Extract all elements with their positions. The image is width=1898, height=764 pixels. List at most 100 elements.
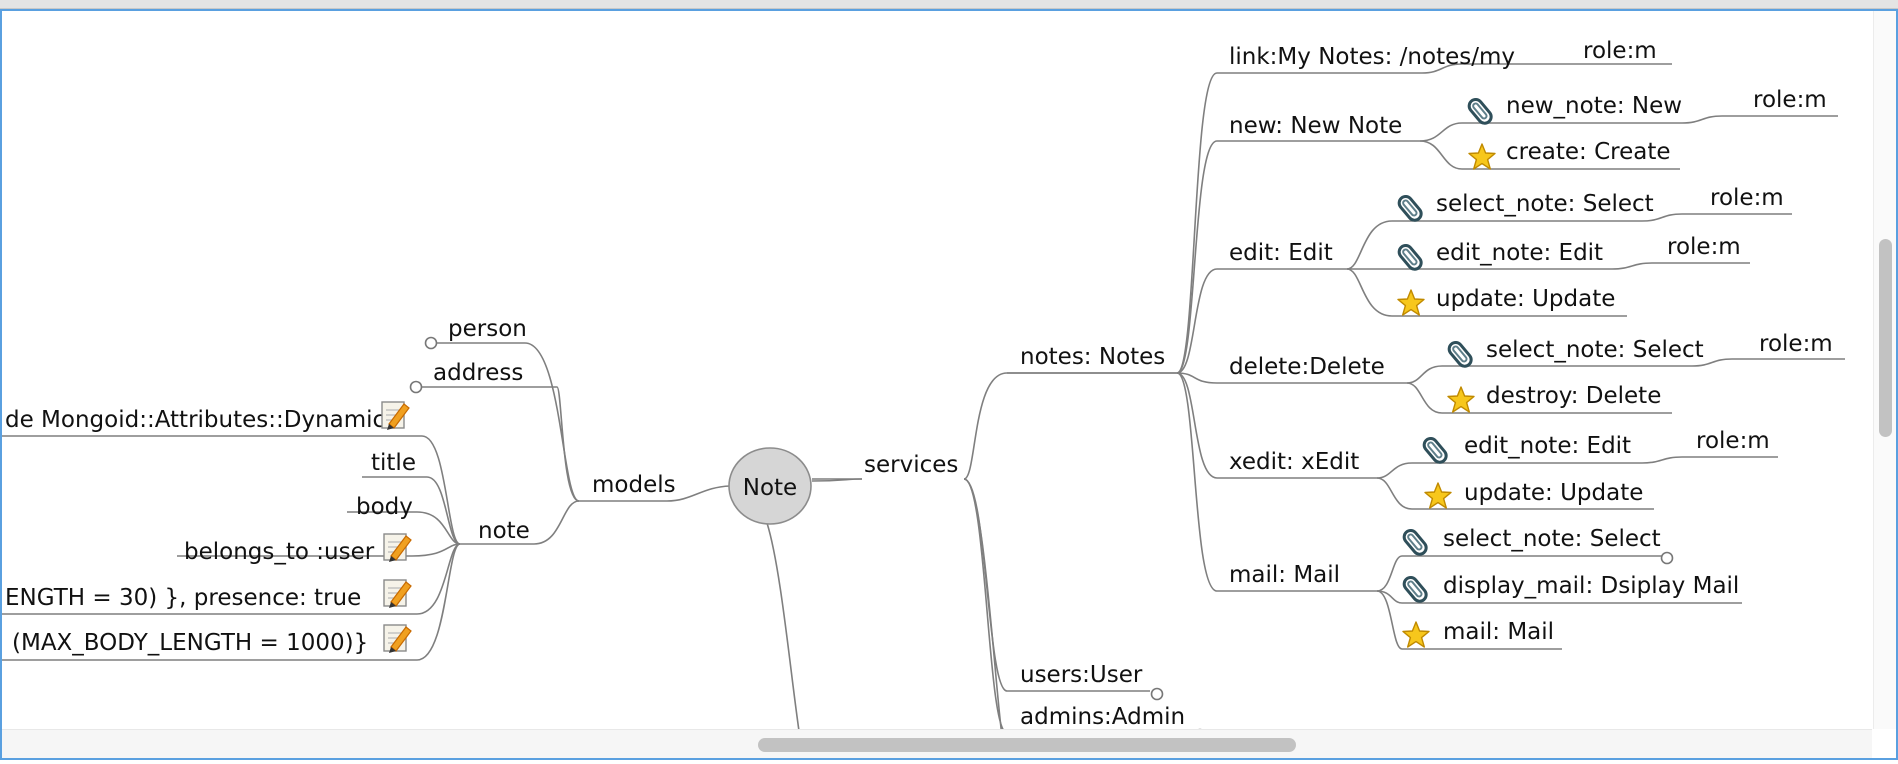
edit-note-icon: [383, 533, 412, 563]
node-update-label: update: Update: [1464, 480, 1643, 506]
node-title[interactable]: title: [371, 450, 416, 476]
node-new-note[interactable]: new_note: New: [1465, 93, 1683, 128]
node-notes-label: notes: Notes: [1020, 344, 1165, 370]
node-mail-mail[interactable]: mail: Mail: [1402, 619, 1554, 648]
node-notes[interactable]: notes: Notes: [1020, 344, 1165, 370]
node-create[interactable]: create: Create: [1468, 139, 1671, 170]
fold-toggle[interactable]: [409, 380, 423, 394]
edit-note-icon: [383, 579, 412, 609]
node-delete-select-note[interactable]: select_note: Select: [1445, 337, 1704, 371]
node-edit-edit-note[interactable]: edit_note: Edit: [1395, 240, 1604, 274]
node-xedit-update[interactable]: update: Update: [1424, 480, 1643, 509]
node-models-label: models: [592, 472, 676, 498]
node-update-label: update: Update: [1436, 286, 1615, 312]
node-new[interactable]: new: New Note: [1229, 113, 1402, 139]
node-new-note-label: new_note: New: [1506, 93, 1682, 119]
horizontal-scrollbar-thumb[interactable]: [758, 738, 1296, 752]
node-note[interactable]: note: [478, 518, 530, 544]
node-role-label: role:m: [1759, 331, 1833, 357]
node-select-note-label: select_note: Select: [1436, 191, 1654, 217]
node-create-label: create: Create: [1506, 139, 1671, 165]
node-person[interactable]: person: [424, 316, 527, 350]
node-role-label: role:m: [1583, 38, 1657, 64]
node-role-label: role:m: [1753, 87, 1827, 113]
node-new-label: new: New Note: [1229, 113, 1402, 139]
node-edit-update[interactable]: update: Update: [1397, 286, 1615, 316]
node-mail-display[interactable]: display_mail: Dsiplay Mail: [1400, 573, 1740, 606]
mind-map-canvas[interactable]: Note models person address note de Mongo…: [0, 9, 1898, 760]
central-topic-label: Note: [743, 475, 797, 501]
node-edit[interactable]: edit: Edit: [1229, 240, 1333, 266]
node-role-label: role:m: [1696, 428, 1770, 454]
node-users[interactable]: users:User: [1020, 662, 1164, 701]
edit-note-icon: [381, 401, 410, 431]
node-users-label: users:User: [1020, 662, 1143, 688]
vertical-scrollbar[interactable]: [1873, 11, 1896, 729]
node-mail-label: mail: Mail: [1229, 562, 1340, 588]
node-person-label: person: [448, 316, 527, 342]
node-title-label: title: [371, 450, 416, 476]
node-mail-select-note[interactable]: select_note: Select: [1400, 526, 1674, 565]
node-link-my-notes[interactable]: link:My Notes: /notes/my: [1229, 44, 1515, 70]
node-select-note-label: select_note: Select: [1443, 526, 1661, 552]
fold-toggle[interactable]: [1660, 551, 1674, 565]
connector-lines-left: [411, 342, 803, 752]
node-delete-destroy[interactable]: destroy: Delete: [1447, 383, 1661, 413]
node-link-role[interactable]: role:m: [1583, 38, 1657, 64]
node-address[interactable]: address: [409, 360, 524, 394]
node-belongs-to[interactable]: belongs_to :user: [184, 533, 412, 565]
fold-toggle[interactable]: [1150, 687, 1164, 701]
node-role-label: role:m: [1710, 185, 1784, 211]
vertical-scrollbar-thumb[interactable]: [1879, 239, 1892, 437]
node-body-validation[interactable]: (MAX_BODY_LENGTH = 1000)}: [12, 624, 412, 656]
node-dynamic[interactable]: de Mongoid::Attributes::Dynamic: [5, 401, 410, 433]
node-underlines-right: [812, 63, 1845, 734]
node-body[interactable]: body: [356, 494, 413, 520]
window-top-bar: [0, 0, 1898, 9]
node-belongs-to-label: belongs_to :user: [184, 539, 375, 565]
node-role-label: role:m: [1667, 234, 1741, 260]
node-address-label: address: [433, 360, 523, 386]
node-delete-select-role[interactable]: role:m: [1759, 331, 1833, 357]
star-icon: [1468, 143, 1496, 170]
paperclip-icon: [1465, 95, 1496, 128]
node-xedit-edit-note[interactable]: edit_note: Edit: [1420, 433, 1632, 467]
node-edit-edit-role[interactable]: role:m: [1667, 234, 1741, 260]
paperclip-icon: [1395, 192, 1426, 225]
node-select-note-label: select_note: Select: [1486, 337, 1704, 363]
node-note-label: note: [478, 518, 530, 544]
node-edit-select-note[interactable]: select_note: Select: [1395, 191, 1654, 225]
node-delete-label: delete:Delete: [1229, 354, 1385, 380]
paperclip-icon: [1445, 338, 1476, 371]
paperclip-icon: [1400, 573, 1431, 606]
node-link-label: link:My Notes: /notes/my: [1229, 44, 1515, 70]
node-xedit-edit-role[interactable]: role:m: [1696, 428, 1770, 454]
node-body-validation-label: (MAX_BODY_LENGTH = 1000)}: [12, 630, 368, 656]
paperclip-icon: [1395, 241, 1426, 274]
node-edit-note-label: edit_note: Edit: [1436, 240, 1603, 266]
node-body-label: body: [356, 494, 413, 520]
node-title-validation-label: ENGTH = 30) }, presence: true: [5, 585, 361, 611]
node-display-mail-label: display_mail: Dsiplay Mail: [1443, 573, 1739, 599]
fold-toggle[interactable]: [424, 336, 438, 350]
node-mail-mail-label: mail: Mail: [1443, 619, 1554, 645]
node-edit-label: edit: Edit: [1229, 240, 1333, 266]
node-edit-select-role[interactable]: role:m: [1710, 185, 1784, 211]
node-title-validation[interactable]: ENGTH = 30) }, presence: true: [5, 579, 412, 611]
node-services-label: services: [864, 452, 958, 478]
star-icon: [1397, 289, 1425, 316]
paperclip-icon: [1420, 434, 1451, 467]
edit-note-icon: [383, 624, 412, 654]
star-icon: [1447, 386, 1475, 413]
central-topic[interactable]: Note: [728, 447, 812, 525]
node-xedit[interactable]: xedit: xEdit: [1229, 449, 1359, 475]
node-admins-label: admins:Admin: [1020, 704, 1185, 730]
node-models[interactable]: models: [592, 472, 676, 498]
node-destroy-label: destroy: Delete: [1486, 383, 1661, 409]
paperclip-icon: [1400, 526, 1431, 559]
node-new-note-role[interactable]: role:m: [1753, 87, 1827, 113]
node-mail[interactable]: mail: Mail: [1229, 562, 1340, 588]
horizontal-scrollbar[interactable]: [2, 729, 1872, 758]
node-delete[interactable]: delete:Delete: [1229, 354, 1385, 380]
node-services[interactable]: services: [864, 452, 958, 478]
